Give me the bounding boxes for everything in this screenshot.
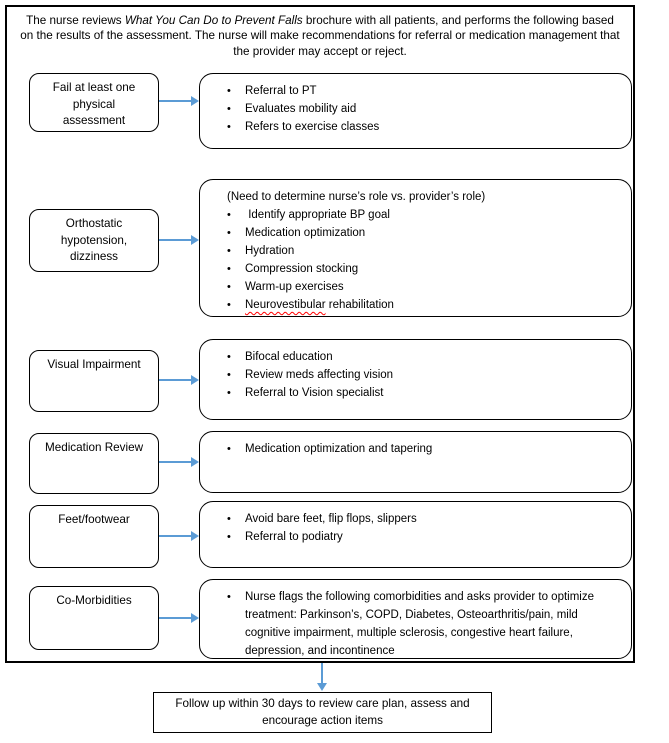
bullet-text: Compression stocking	[245, 263, 359, 275]
condition-label: Visual Impairment	[47, 358, 141, 371]
bullet-item: Warm-up exercises	[212, 278, 621, 296]
condition-label: Orthostatic hypotension, dizziness	[60, 217, 128, 263]
bullet-text: Evaluates mobility aid	[245, 103, 357, 115]
bullet-text: Referral to Vision specialist	[245, 387, 384, 399]
bullet-text: Review meds affecting vision	[245, 369, 394, 381]
bullet-item: Nurse flags the following comorbidities …	[212, 588, 621, 658]
bullet-item: Medication optimization	[212, 224, 621, 242]
bullet-icon	[227, 278, 245, 296]
condition-box-co-morbidities: Co-Morbidities	[29, 586, 159, 650]
bullet-item: Referral to podiatry	[212, 528, 621, 546]
assessment-frame: The nurse reviews What You Can Do to Pre…	[5, 5, 635, 663]
bullet-text: Warm-up exercises	[245, 281, 344, 293]
bullet-text: Identify appropriate BP goal	[245, 209, 390, 221]
bullet-item: Referral to PT	[212, 82, 621, 100]
bullet-item: Neurovestibular rehabilitation	[212, 296, 621, 314]
condition-box-visual-impairment: Visual Impairment	[29, 350, 159, 412]
bullet-item: Refers to exercise classes	[212, 118, 621, 136]
followup-box: Follow up within 30 days to review care …	[153, 692, 492, 733]
misspelled-word: Neurovestibular	[245, 299, 326, 311]
bullet-icon	[227, 100, 245, 118]
bullet-icon	[227, 260, 245, 278]
bullet-item: Identify appropriate BP goal	[212, 206, 621, 224]
bullet-icon	[227, 510, 245, 528]
condition-box-feet-footwear: Feet/footwear	[29, 505, 159, 568]
bullet-text: Medication optimization and tapering	[245, 443, 433, 455]
bullet-icon	[227, 82, 245, 100]
bullet-icon	[227, 366, 245, 384]
bullet-text: Referral to podiatry	[245, 531, 343, 543]
bullet-icon	[227, 440, 245, 458]
bullet-text-rest: rehabilitation	[325, 299, 394, 311]
condition-box-orthostatic-hypotension: Orthostatic hypotension, dizziness	[29, 209, 159, 272]
bullet-item: Avoid bare feet, flip flops, slippers	[212, 510, 621, 528]
arrow-right-icon	[159, 234, 199, 245]
arrow-right-icon	[159, 530, 199, 541]
bullet-text: Nurse flags the following comorbidities …	[245, 591, 598, 657]
bullet-icon	[227, 296, 245, 314]
condition-label: Fail at least one physical assessment	[52, 81, 136, 127]
condition-label: Co-Morbidities	[56, 594, 132, 607]
bullet-icon	[227, 118, 245, 136]
bullet-text: Bifocal education	[245, 351, 333, 363]
arrow-right-icon	[159, 95, 199, 106]
bullet-icon	[227, 384, 245, 402]
actions-box-visual-impairment: Bifocal education Review meds affecting …	[199, 339, 632, 420]
bullet-icon	[227, 224, 245, 242]
bullet-item: Compression stocking	[212, 260, 621, 278]
bullet-icon	[227, 588, 245, 606]
arrow-right-icon	[159, 612, 199, 623]
bullet-item: Hydration	[212, 242, 621, 260]
actions-box-feet-footwear: Avoid bare feet, flip flops, slippers Re…	[199, 501, 632, 568]
bullet-text: Medication optimization	[245, 227, 366, 239]
bullet-text: Hydration	[245, 245, 295, 257]
bullet-item: Medication optimization and tapering	[212, 440, 621, 458]
actions-box-physical-assessment: Referral to PT Evaluates mobility aid Re…	[199, 73, 632, 149]
bullet-text: Referral to PT	[245, 85, 317, 97]
intro-paragraph: The nurse reviews What You Can Do to Pre…	[20, 13, 620, 59]
bullet-icon	[227, 528, 245, 546]
condition-box-physical-assessment: Fail at least one physical assessment	[29, 73, 159, 132]
condition-label: Feet/footwear	[58, 513, 130, 526]
bullet-icon	[227, 242, 245, 260]
actions-box-medication-review: Medication optimization and tapering	[199, 431, 632, 493]
bullet-item: Evaluates mobility aid	[212, 100, 621, 118]
bullet-icon	[227, 206, 245, 224]
arrow-down-icon	[316, 663, 327, 691]
intro-text-after: brochure with all patients, and performs…	[20, 14, 620, 58]
arrow-right-icon	[159, 456, 199, 467]
brochure-title: What You Can Do to Prevent Falls	[124, 14, 303, 27]
bullet-item: Referral to Vision specialist	[212, 384, 621, 402]
intro-text-before: The nurse reviews	[26, 14, 125, 27]
bullet-item: Review meds affecting vision	[212, 366, 621, 384]
bullet-icon	[227, 348, 245, 366]
actions-box-orthostatic-hypotension: (Need to determine nurse’s role vs. prov…	[199, 179, 632, 317]
actions-box-co-morbidities: Nurse flags the following comorbidities …	[199, 579, 632, 659]
bullet-text: Refers to exercise classes	[245, 121, 380, 133]
bullet-text: Neurovestibular rehabilitation	[245, 296, 621, 314]
arrow-right-icon	[159, 374, 199, 385]
role-note: (Need to determine nurse’s role vs. prov…	[227, 191, 486, 203]
followup-text: Follow up within 30 days to review care …	[175, 697, 470, 727]
condition-label: Medication Review	[44, 441, 144, 454]
bullet-item: Bifocal education	[212, 348, 621, 366]
condition-box-medication-review: Medication Review	[29, 433, 159, 494]
bullet-text: Avoid bare feet, flip flops, slippers	[245, 513, 417, 525]
